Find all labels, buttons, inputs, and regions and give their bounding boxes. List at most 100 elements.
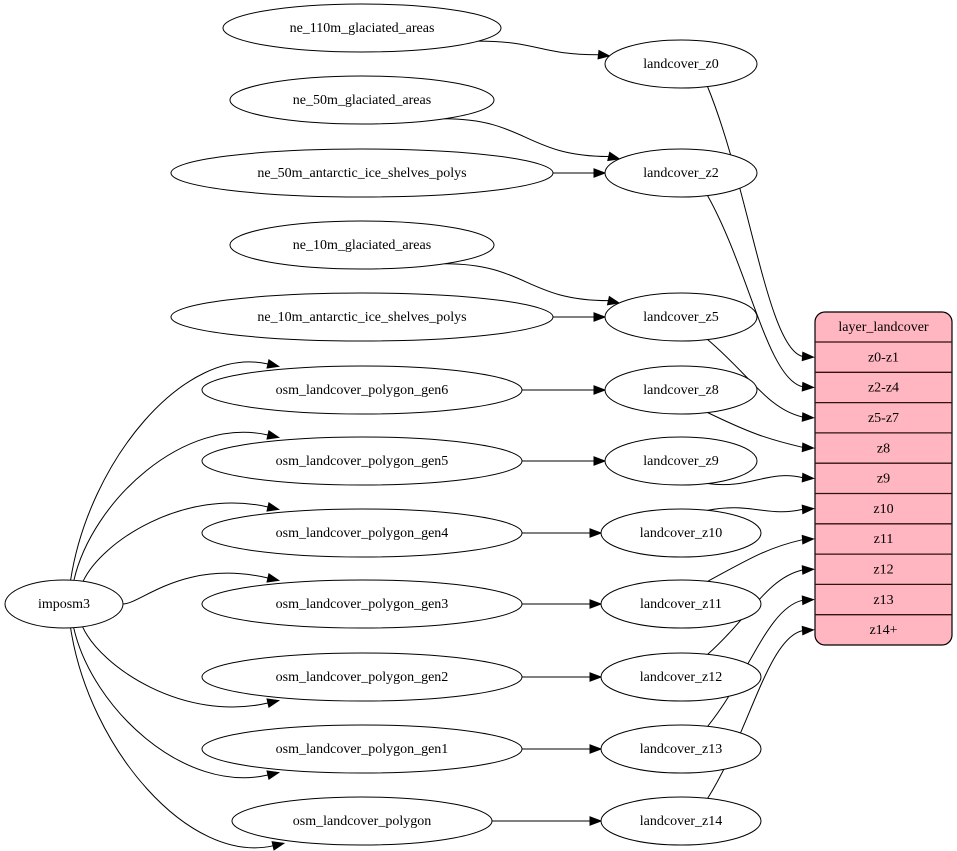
node-shape-osm_landcover_polygon_gen3 xyxy=(201,579,523,629)
table-row-z8[interactable]: z8 xyxy=(877,441,890,456)
node-shape-landcover_z13 xyxy=(600,724,762,774)
table-row-label: z9 xyxy=(877,472,890,487)
edge-osm_landcover_polygon-to-landcover_z14 xyxy=(492,816,603,826)
node-label-landcover_z0: landcover_z0 xyxy=(643,57,718,72)
node-label-osm_landcover_polygon_gen5: osm_landcover_polygon_gen5 xyxy=(276,454,449,469)
edge-arrowhead xyxy=(266,573,281,583)
node-osm_landcover_polygon_gen5[interactable]: osm_landcover_polygon_gen5 xyxy=(201,436,523,486)
table-row-z13[interactable]: z13 xyxy=(873,593,893,608)
node-shape-landcover_z0 xyxy=(604,39,758,89)
edge-landcover_z11-to-z11 xyxy=(707,534,815,582)
node-label-landcover_z5: landcover_z5 xyxy=(643,310,718,325)
node-landcover_z12[interactable]: landcover_z12 xyxy=(600,652,762,702)
table-row-z5-z7[interactable]: z5-z7 xyxy=(868,411,899,426)
edge-imposm3-to-osm_landcover_polygon_gen5 xyxy=(73,430,281,581)
node-shape-landcover_z2 xyxy=(604,148,758,198)
edge-line xyxy=(707,630,803,799)
node-landcover_z5[interactable]: landcover_z5 xyxy=(604,292,758,342)
table-row-z0-z1[interactable]: z0-z1 xyxy=(868,350,899,365)
edge-arrowhead xyxy=(593,456,607,466)
table-row-label: z0-z1 xyxy=(868,350,899,365)
table-row-z14+[interactable]: z14+ xyxy=(869,623,897,638)
node-shape-osm_landcover_polygon_gen6 xyxy=(201,365,523,415)
node-ne_50m_antarctic_ice_shelves_polys[interactable]: ne_50m_antarctic_ice_shelves_polys xyxy=(170,148,554,198)
edge-landcover_z14-to-z14+ xyxy=(707,625,815,799)
node-osm_landcover_polygon_gen2[interactable]: osm_landcover_polygon_gen2 xyxy=(201,652,523,702)
edge-landcover_z9-to-z9 xyxy=(707,472,815,486)
node-ne_10m_glaciated_areas[interactable]: ne_10m_glaciated_areas xyxy=(229,220,495,270)
edge-landcover_z2-to-z2-z4 xyxy=(707,195,815,392)
edge-line xyxy=(707,599,803,727)
node-ne_10m_antarctic_ice_shelves_polys[interactable]: ne_10m_antarctic_ice_shelves_polys xyxy=(170,292,554,342)
table-row-z10[interactable]: z10 xyxy=(873,502,893,517)
node-landcover_z2[interactable]: landcover_z2 xyxy=(604,148,758,198)
table-row-label: z13 xyxy=(873,593,893,608)
node-shape-osm_landcover_polygon_gen4 xyxy=(201,508,523,558)
node-shape-landcover_z12 xyxy=(600,652,762,702)
edge-arrowhead xyxy=(801,412,815,422)
node-ne_50m_glaciated_areas[interactable]: ne_50m_glaciated_areas xyxy=(229,75,495,125)
node-label-imposm3: imposm3 xyxy=(38,597,90,612)
node-landcover_z13[interactable]: landcover_z13 xyxy=(600,724,762,774)
edge-line xyxy=(122,572,269,605)
edge-landcover_z0-to-z0-z1 xyxy=(707,86,815,362)
edge-landcover_z5-to-z5-z7 xyxy=(707,339,815,422)
node-osm_landcover_polygon_gen1[interactable]: osm_landcover_polygon_gen1 xyxy=(201,724,523,774)
node-landcover_z10[interactable]: landcover_z10 xyxy=(600,508,762,558)
edge-imposm3-to-osm_landcover_polygon_gen3 xyxy=(122,572,281,605)
node-landcover_z9[interactable]: landcover_z9 xyxy=(604,436,758,486)
node-osm_landcover_polygon_gen4[interactable]: osm_landcover_polygon_gen4 xyxy=(201,508,523,558)
edge-imposm3-to-osm_landcover_polygon_gen4 xyxy=(82,502,281,582)
node-shape-ne_50m_antarctic_ice_shelves_polys xyxy=(170,148,554,198)
node-osm_landcover_polygon[interactable]: osm_landcover_polygon xyxy=(231,796,493,846)
edge-arrowhead xyxy=(801,381,815,392)
edge-arrowhead xyxy=(271,841,286,851)
table-row-z9[interactable]: z9 xyxy=(877,472,890,487)
table-row-z11[interactable]: z11 xyxy=(874,532,894,547)
node-landcover_z11[interactable]: landcover_z11 xyxy=(600,579,762,629)
edge-arrowhead xyxy=(801,625,815,636)
edge-imposm3-to-osm_landcover_polygon_gen1 xyxy=(73,627,281,780)
edge-osm_landcover_polygon_gen6-to-landcover_z8 xyxy=(522,385,607,395)
edge-line xyxy=(707,195,803,388)
node-ne_110m_glaciated_areas[interactable]: ne_110m_glaciated_areas xyxy=(222,3,502,53)
node-shape-ne_10m_antarctic_ice_shelves_polys xyxy=(170,292,554,342)
node-osm_landcover_polygon_gen6[interactable]: osm_landcover_polygon_gen6 xyxy=(201,365,523,415)
edge-arrowhead xyxy=(266,770,281,780)
edge-arrowhead xyxy=(801,534,815,545)
node-label-landcover_z14: landcover_z14 xyxy=(640,814,722,829)
node-landcover_z8[interactable]: landcover_z8 xyxy=(604,365,758,415)
node-label-osm_landcover_polygon_gen1: osm_landcover_polygon_gen1 xyxy=(276,742,449,757)
edge-line xyxy=(707,507,803,513)
node-shape-landcover_z9 xyxy=(604,436,758,486)
edge-line xyxy=(70,361,269,581)
node-label-landcover_z8: landcover_z8 xyxy=(643,383,718,398)
node-label-landcover_z12: landcover_z12 xyxy=(640,670,722,685)
edge-landcover_z8-to-z8 xyxy=(707,412,815,453)
edge-ne_110m_glaciated_areas-to-landcover_z0 xyxy=(478,40,611,60)
table-row-z2-z4[interactable]: z2-z4 xyxy=(868,381,899,396)
edge-ne_10m_glaciated_areas-to-landcover_z5 xyxy=(444,263,621,306)
nodes-layer: imposm3 ne_110m_glaciated_areas ne_50m_gla… xyxy=(4,3,762,846)
table-row-z12[interactable]: z12 xyxy=(873,562,893,577)
edge-arrowhead xyxy=(589,816,603,826)
node-label-osm_landcover_polygon_gen3: osm_landcover_polygon_gen3 xyxy=(276,597,449,612)
node-label-ne_50m_glaciated_areas: ne_50m_glaciated_areas xyxy=(293,93,431,108)
node-osm_landcover_polygon_gen3[interactable]: osm_landcover_polygon_gen3 xyxy=(201,579,523,629)
edge-arrowhead xyxy=(266,359,281,369)
edge-line xyxy=(478,40,599,56)
node-shape-landcover_z10 xyxy=(600,508,762,558)
table-row-label: z14+ xyxy=(869,623,897,638)
edge-landcover_z13-to-z13 xyxy=(707,595,815,727)
node-shape-osm_landcover_polygon_gen5 xyxy=(201,436,523,486)
edge-osm_landcover_polygon_gen3-to-landcover_z11 xyxy=(522,599,603,609)
edge-arrowhead xyxy=(593,385,607,395)
node-shape-ne_50m_glaciated_areas xyxy=(229,75,495,125)
node-landcover_z0[interactable]: landcover_z0 xyxy=(604,39,758,89)
node-imposm3[interactable]: imposm3 xyxy=(4,579,124,629)
node-shape-landcover_z14 xyxy=(600,796,762,846)
node-landcover_z14[interactable]: landcover_z14 xyxy=(600,796,762,846)
edge-line xyxy=(73,431,269,581)
table-body xyxy=(814,311,953,646)
